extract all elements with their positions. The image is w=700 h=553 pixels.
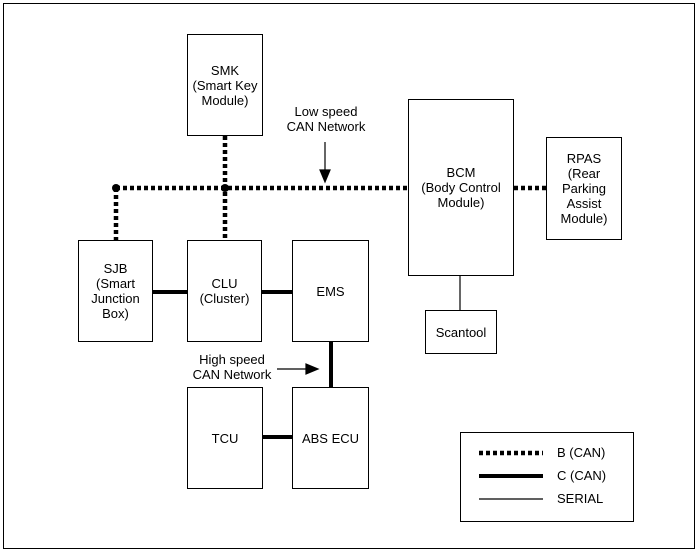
legend-swatches: [479, 450, 543, 500]
tcu-label: TCU: [211, 430, 239, 446]
legend-b-can-label: B (CAN): [557, 445, 606, 460]
rpas-label: RPAS (Rear Parking Assist Module): [560, 151, 608, 226]
abs-ecu-box: ABS ECU: [292, 387, 369, 489]
sjb-box: SJB (Smart Junction Box): [78, 240, 153, 342]
bcm-label: BCM (Body Control Module): [421, 165, 501, 210]
tcu-box: TCU: [187, 387, 263, 489]
bus-junction-dot-left: [112, 184, 120, 192]
clu-box: CLU (Cluster): [187, 240, 262, 342]
legend: B (CAN) C (CAN) SERIAL: [460, 432, 634, 522]
legend-serial-label: SERIAL: [557, 491, 604, 506]
sjb-label: SJB (Smart Junction Box): [91, 261, 140, 321]
scantool-label: Scantool: [435, 324, 487, 340]
abs-ecu-label: ABS ECU: [301, 430, 360, 446]
low-speed-arrow-head: [319, 169, 331, 184]
ems-label: EMS: [316, 283, 345, 299]
bcm-box: BCM (Body Control Module): [408, 99, 514, 276]
clu-label: CLU (Cluster): [199, 276, 250, 306]
smk-box: SMK (Smart Key Module): [187, 34, 263, 136]
bus-junction-dot-center: [221, 184, 229, 192]
low-speed-can-annotation: Low speed CAN Network: [286, 104, 366, 134]
diagram-frame: [3, 3, 695, 549]
scantool-box: Scantool: [425, 310, 497, 354]
smk-label: SMK (Smart Key Module): [192, 62, 258, 108]
high-speed-arrow-head: [305, 363, 320, 375]
rpas-box: RPAS (Rear Parking Assist Module): [546, 137, 622, 240]
ems-box: EMS: [292, 240, 369, 342]
high-speed-can-annotation: High speed CAN Network: [192, 352, 272, 382]
legend-c-can-label: C (CAN): [557, 468, 607, 483]
